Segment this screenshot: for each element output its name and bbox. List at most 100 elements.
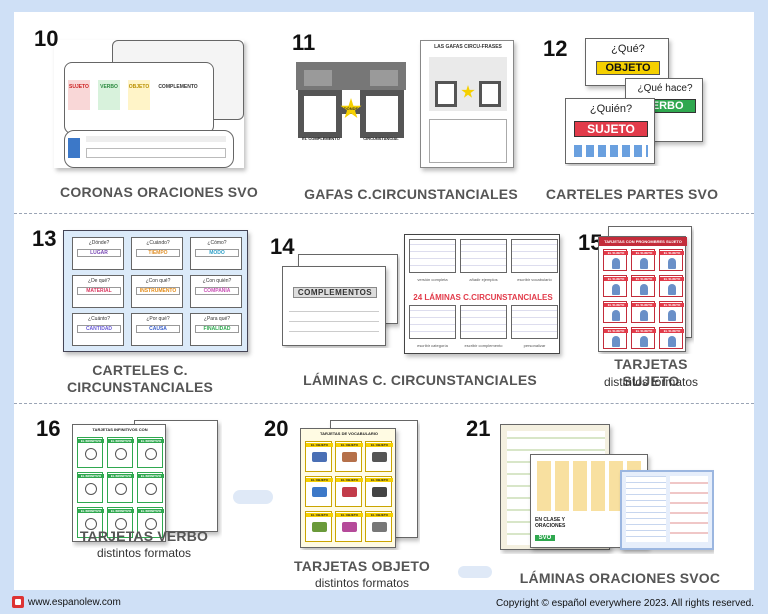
cc-card: ¿Para qué?FINALIDAD — [190, 313, 242, 346]
person-icon — [612, 310, 620, 321]
cc-question: ¿Cuándo? — [146, 240, 170, 246]
person-icon — [612, 258, 620, 269]
verbo-card-label: EL INFINITIVO — [78, 439, 104, 443]
cc-word: INSTRUMENTO — [136, 287, 180, 295]
objeto-card: EL OBJETO — [305, 476, 333, 507]
item-title: TARJETAS OBJETO — [293, 558, 431, 574]
item-subtitle: distintos formatos — [314, 576, 410, 590]
action-icon — [115, 448, 127, 460]
objeto-card-label: EL OBJETO — [306, 513, 333, 517]
verbo-card: EL INFINITIVO — [137, 437, 164, 468]
cc-card: ¿Dónde? LUGAR — [72, 237, 124, 270]
objeto-card-label: EL OBJETO — [366, 513, 393, 517]
cc-word: COMPAÑÍA — [195, 287, 239, 295]
cc-question: ¿Cómo? — [207, 240, 227, 246]
sujeto-card: EL SUJETO — [603, 301, 628, 323]
product-thumbnail-tarjetas-sujeto[interactable]: TARJETAS CON PRONOMBRES SUJETO EL SUJETO… — [598, 226, 694, 354]
object-icon — [312, 452, 327, 462]
objeto-card: EL OBJETO — [365, 511, 393, 542]
cc-word: CAUSA — [136, 325, 180, 333]
verbo-card-label: EL INFINITIVO — [108, 439, 134, 443]
footer-website[interactable]: www.espanolew.com — [12, 596, 121, 608]
item-title: TARJETAS SUJETO — [614, 356, 688, 389]
cc-card: ¿Con qué? INSTRUMENTO — [131, 275, 183, 308]
action-icon — [145, 518, 157, 530]
product-thumbnail-carteles-cc[interactable]: ¿Dónde?LUGAR¿Cuándo?TIEMPO¿Cómo?MODO¿De … — [63, 230, 248, 352]
verbo-card: EL INFINITIVO — [77, 472, 104, 503]
svoc-mark: SVO — [535, 535, 555, 541]
person-icon — [668, 284, 676, 295]
lamina-preview — [511, 305, 558, 339]
cc-question: ¿Dónde? — [88, 240, 110, 246]
item-subtitle: distintos formatos — [96, 546, 192, 560]
verbo-card: EL INFINITIVO — [107, 472, 134, 503]
product-thumbnail-laminas-small[interactable]: COMPLEMENTOS — [282, 254, 400, 348]
crown-label: OBJETO — [128, 84, 150, 90]
item-subtitle: distintos formatos — [603, 375, 699, 389]
sujeto-card-label: EL SUJETO — [660, 251, 684, 255]
sujeto-card: EL SUJETO — [659, 249, 684, 271]
website-link[interactable]: www.espanolew.com — [28, 596, 121, 608]
action-icon — [85, 483, 97, 495]
sujeto-card-label: EL SUJETO — [660, 329, 684, 333]
product-thumbnail-gafas-sheet[interactable]: LAS GAFAS CIRCU-FRASES — [420, 40, 514, 168]
sujeto-card: EL SUJETO — [659, 327, 684, 349]
sujeto-card-label: EL SUJETO — [632, 251, 656, 255]
sujeto-card-label: EL SUJETO — [632, 303, 656, 307]
lamina-caption: escribir vocabulario — [517, 277, 552, 282]
cc-question: ¿De qué? — [88, 278, 110, 284]
question-label: ¿Quién? — [589, 103, 633, 115]
item-number: 10 — [34, 26, 59, 51]
objeto-card-label: EL OBJETO — [306, 443, 333, 447]
cc-question: ¿Por qué? — [146, 316, 170, 322]
sujeto-card: EL SUJETO — [659, 301, 684, 323]
svoc-label: EN CLASE Y ORACIONES — [535, 517, 566, 529]
cc-question: ¿Para qué? — [203, 316, 231, 322]
lamina-preview — [460, 305, 507, 339]
sujeto-card: EL SUJETO — [631, 275, 656, 297]
laminas-word: COMPLEMENTOS — [293, 287, 377, 298]
action-icon — [145, 483, 157, 495]
objeto-card: EL OBJETO — [305, 441, 333, 472]
person-icon — [640, 310, 648, 321]
person-icon — [640, 284, 648, 295]
product-thumbnail-gafas[interactable]: ¿DÓNDE? EL COMPLEMENTO CIRCUNSTANCIAL — [296, 52, 406, 146]
action-icon — [145, 448, 157, 460]
cc-word: LUGAR — [77, 249, 121, 257]
action-icon — [85, 448, 97, 460]
lamina-caption: escribir complemento — [464, 343, 503, 348]
sujeto-card-label: EL SUJETO — [604, 251, 628, 255]
objeto-card: EL OBJETO — [365, 441, 393, 472]
objeto-card-label: EL OBJETO — [366, 443, 393, 447]
crown-label: VERBO — [100, 84, 118, 90]
footer-copyright: Copyright © español everywhere 2023. All… — [495, 598, 754, 609]
product-thumbnail-carteles-svo[interactable]: ¿Qué? OBJETO ¿Qué hace? VERBO ¿Quién? SU… — [565, 38, 715, 166]
objeto-card: EL OBJETO — [365, 476, 393, 507]
sujeto-card-label: EL SUJETO — [632, 277, 656, 281]
cc-card: ¿Con quién?COMPAÑÍA — [190, 275, 242, 308]
crown-label: SUJETO — [69, 84, 89, 90]
objeto-card: EL OBJETO — [335, 511, 363, 542]
cc-question: ¿Con qué? — [145, 278, 171, 284]
objeto-card-label: EL OBJETO — [366, 478, 393, 482]
objeto-card-label: EL OBJETO — [336, 443, 363, 447]
sujeto-card: EL SUJETO — [603, 249, 628, 271]
row-divider-2 — [14, 403, 754, 404]
product-thumbnail-laminas-svoc[interactable]: EN CLASE Y ORACIONES SVO — [500, 420, 714, 554]
objeto-card: EL OBJETO — [305, 511, 333, 542]
sujeto-card-label: EL SUJETO — [632, 329, 656, 333]
cloud-decoration — [233, 490, 273, 504]
product-thumbnail-coronas[interactable]: SUJETO VERBO OBJETO COMPLEMENTO — [54, 40, 244, 168]
sujeto-card-label: EL SUJETO — [604, 329, 628, 333]
cc-card: ¿Por qué? CAUSA — [131, 313, 183, 346]
verbo-card-label: EL INFINITIVO — [78, 509, 104, 513]
lamina-preview — [460, 239, 507, 273]
item-number: 13 — [32, 226, 57, 251]
cc-word: TIEMPO — [136, 249, 180, 257]
action-icon — [115, 518, 127, 530]
verbo-card-label: EL INFINITIVO — [108, 474, 134, 478]
person-icon — [668, 336, 676, 347]
